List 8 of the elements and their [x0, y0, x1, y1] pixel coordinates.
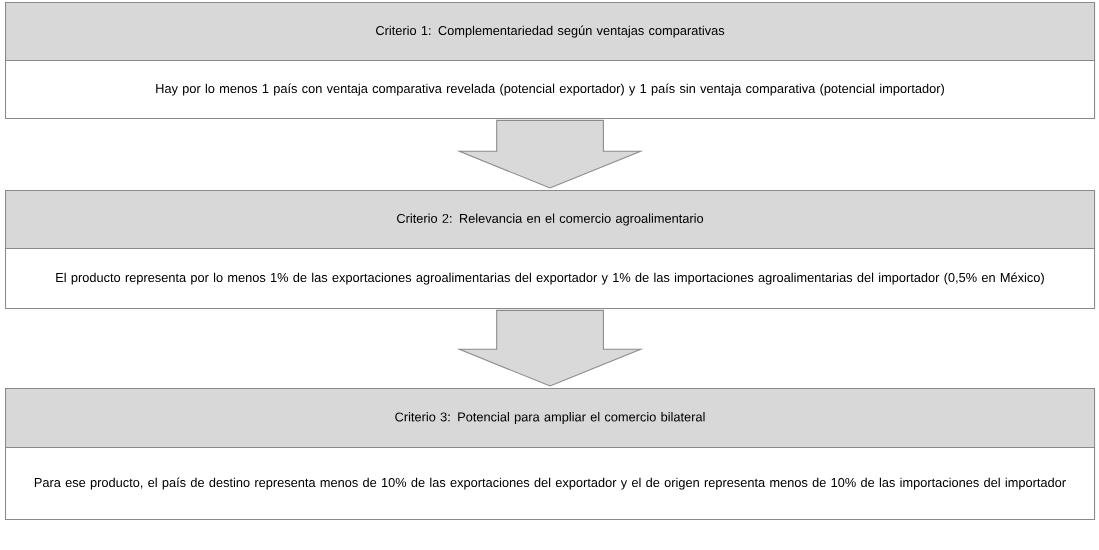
criterion-description-box: Hay por lo menos 1 país con ventaja comparativa revelada (potencial exportador) y 1 país sin ventaja comparativa (potencial importador) — [5, 60, 1096, 120]
criterion-description-box: Para ese producto, el país de destino representa menos de 10% de las exportaciones del exportador y el de origen representa menos de 10% de las importaciones del importador — [5, 447, 1096, 521]
block-arrow — [456, 119, 644, 189]
criterion-description-box: El producto representa por lo menos 1% de las exportaciones agroalimentarias del exportador y 1% de las importaciones agroalimentarias del importador (0,5% en México) — [5, 248, 1096, 310]
criterion-header-box: Criterio 3: Potencial para ampliar el comercio bilateral — [5, 388, 1096, 449]
block-arrow — [456, 309, 644, 387]
criterion-header-box: Criterio 2: Relevancia en el comercio agroalimentario — [5, 190, 1096, 250]
criterion-header-box: Criterio 1: Complementariedad según ventajas comparativas — [5, 2, 1096, 62]
